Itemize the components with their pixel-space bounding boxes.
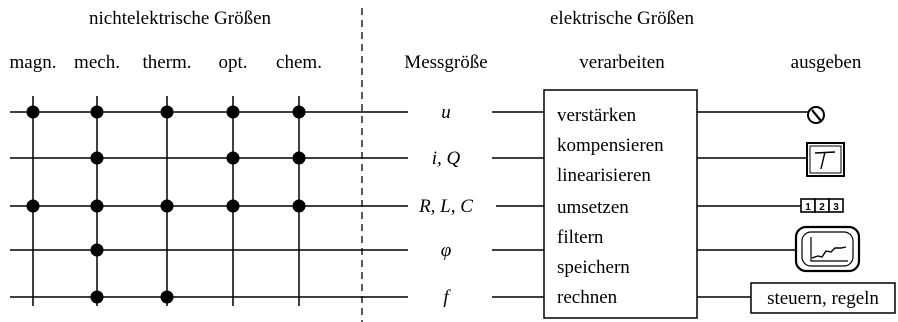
non-electric-header: nichtelektrische Größen	[89, 8, 272, 29]
process-header: verarbeiten	[579, 52, 665, 73]
connection-dot	[90, 105, 104, 119]
connection-dot	[226, 151, 240, 165]
measurand-header: Messgröße	[404, 52, 487, 73]
measurand-iq: i, Q	[432, 148, 461, 169]
process-step-rechnen: rechnen	[557, 287, 618, 308]
electric-header: elektrische Größen	[550, 8, 695, 29]
domain-label-mech: mech.	[74, 52, 120, 73]
connection-dot	[160, 290, 174, 304]
process-step-filtern: filtern	[557, 227, 604, 248]
meter-icon	[807, 106, 825, 124]
connection-dot	[26, 199, 40, 213]
connection-dot	[226, 199, 240, 213]
control-output-box	[750, 282, 896, 314]
connection-dot	[160, 105, 174, 119]
connection-dot	[90, 199, 104, 213]
connection-dot	[160, 199, 174, 213]
output-header: ausgeben	[791, 52, 862, 73]
process-step-linearisieren: linearisieren	[557, 165, 651, 186]
process-step-verstaerken: verstärken	[557, 105, 637, 126]
connection-dot	[90, 243, 104, 257]
domain-label-opt: opt.	[218, 52, 247, 73]
connection-dot	[292, 151, 306, 165]
domain-label-magn: magn.	[10, 52, 57, 73]
connection-dot	[90, 151, 104, 165]
digital-display-icon: 1 2 3	[800, 198, 844, 213]
sensor-domain-labels: magn. mech. therm. opt. chem.	[10, 52, 322, 73]
connection-dot	[26, 105, 40, 119]
measurand-phi: φ	[441, 240, 452, 261]
connection-dot	[292, 105, 306, 119]
box-to-output-lines	[697, 111, 808, 298]
connection-dot	[90, 290, 104, 304]
digit-3: 3	[833, 202, 839, 213]
process-step-umsetzen: umsetzen	[557, 197, 629, 218]
process-step-kompensieren: kompensieren	[557, 135, 664, 156]
measurand-u: u	[441, 102, 451, 123]
connection-dot	[226, 105, 240, 119]
processing-steps: verstärken kompensieren linearisieren um…	[557, 105, 664, 308]
digit-1: 1	[805, 202, 811, 213]
measurand-to-box-lines	[492, 111, 544, 298]
control-output-label: steuern, regeln	[767, 288, 879, 309]
sensor-grid	[10, 96, 408, 306]
measurand-rlc: R, L, C	[418, 196, 473, 217]
oscilloscope-icon	[794, 225, 861, 273]
measurand-f: f	[443, 287, 451, 308]
measurand-labels: u i, Q R, L, C φ f	[418, 102, 473, 308]
connection-dot	[292, 199, 306, 213]
domain-label-chem: chem.	[276, 52, 322, 73]
recorder-icon	[806, 142, 845, 177]
digit-2: 2	[819, 202, 825, 213]
connection-dots	[26, 105, 306, 304]
process-step-speichern: speichern	[557, 257, 630, 278]
domain-label-therm: therm.	[142, 52, 191, 73]
processing-box	[543, 89, 698, 319]
